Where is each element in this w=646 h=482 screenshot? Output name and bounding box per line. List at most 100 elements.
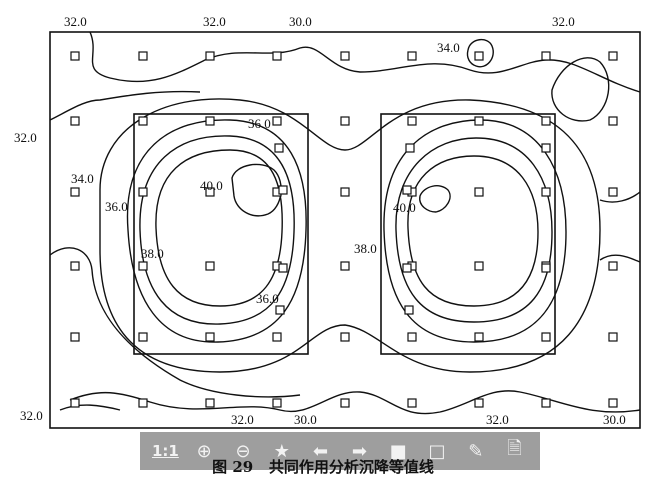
pile-marker (274, 143, 284, 153)
pile-marker (272, 51, 282, 61)
pile-marker (138, 187, 148, 197)
page-single-icon[interactable]: ■ (389, 440, 407, 462)
pile-marker (275, 305, 285, 315)
contour-line (407, 155, 539, 307)
contour-label: 32.0 (231, 412, 254, 427)
arrow-right-icon[interactable]: ➡ (351, 440, 367, 462)
pile-marker (474, 398, 484, 408)
pile-marker (138, 398, 148, 408)
pile-marker (608, 116, 618, 126)
pile-marker (70, 332, 80, 342)
pile-marker (278, 185, 288, 195)
pile-marker (138, 261, 148, 271)
pile-marker (474, 187, 484, 197)
contour-label: 30.0 (289, 14, 312, 29)
pile-marker (402, 263, 412, 273)
pile-marker (405, 143, 415, 153)
pile-marker (407, 116, 417, 126)
contour-label: 36.0 (248, 116, 271, 131)
pile-marker (272, 398, 282, 408)
pile-markers (70, 51, 618, 408)
contour-label: 34.0 (437, 40, 460, 55)
contour-label: 38.0 (354, 241, 377, 256)
contour-labels: 32.0 32.0 30.0 32.0 34.0 32.0 36.0 34.0 … (14, 14, 626, 427)
viewer-toolbar: 1:1 ⊕ ⊖ ★ ⬅ ➡ ■ □ ✎ 🗎 (140, 432, 540, 470)
contour-line (155, 149, 283, 307)
pile-marker (404, 305, 414, 315)
pile-marker (541, 143, 551, 153)
pile-marker (541, 263, 551, 273)
pile-marker (340, 116, 350, 126)
contour-label: 36.0 (256, 291, 279, 306)
pile-marker (205, 187, 215, 197)
pile-marker (272, 332, 282, 342)
contour-line (419, 185, 451, 213)
zoom-out-icon[interactable]: ⊖ (235, 440, 251, 462)
contour-line (551, 57, 610, 122)
pile-marker (138, 51, 148, 61)
contour-label: 32.0 (14, 130, 37, 145)
pile-marker (541, 187, 551, 197)
pile-marker (474, 261, 484, 271)
pile-marker (541, 51, 551, 61)
left-raft (133, 113, 309, 355)
zoom-in-icon[interactable]: ⊕ (196, 440, 212, 462)
contour-label: 36.0 (105, 199, 128, 214)
contour-label: 30.0 (603, 412, 626, 427)
contour-line (466, 39, 494, 68)
pile-marker (205, 261, 215, 271)
contour-line (99, 98, 601, 373)
contour-label: 40.0 (200, 178, 223, 193)
pile-marker (608, 398, 618, 408)
contour-label: 40.0 (393, 200, 416, 215)
edit-icon[interactable]: ✎ (468, 440, 484, 462)
pile-marker (138, 116, 148, 126)
pile-marker (340, 187, 350, 197)
pile-marker (138, 332, 148, 342)
pile-marker (340, 398, 350, 408)
contour-label: 32.0 (20, 408, 43, 423)
contour-label: 30.0 (294, 412, 317, 427)
pile-marker (407, 398, 417, 408)
contour-line (383, 119, 567, 343)
contour-label: 34.0 (71, 171, 94, 186)
contour-line (49, 247, 301, 398)
pile-marker (70, 261, 80, 271)
contour-label: 32.0 (552, 14, 575, 29)
contour-line (599, 254, 641, 263)
arrow-left-icon[interactable]: ⬅ (313, 440, 329, 462)
contour-line (231, 163, 282, 217)
pile-marker (205, 332, 215, 342)
pile-marker (541, 332, 551, 342)
contour-label: 32.0 (203, 14, 226, 29)
pile-marker (340, 261, 350, 271)
figure-number: 图 29 (212, 458, 254, 476)
pile-marker (278, 263, 288, 273)
raft-outline (49, 31, 641, 429)
pile-marker (541, 116, 551, 126)
pile-marker (407, 332, 417, 342)
contour-line (49, 90, 201, 121)
pile-marker (474, 51, 484, 61)
pile-marker (608, 332, 618, 342)
contour-line (599, 191, 641, 203)
pile-marker (70, 187, 80, 197)
pile-marker (474, 116, 484, 126)
document-icon[interactable]: 🗎 (507, 438, 522, 459)
contour-line (69, 390, 641, 415)
contour-label: 32.0 (64, 14, 87, 29)
pile-marker (205, 116, 215, 126)
pile-marker (70, 398, 80, 408)
pile-marker (70, 116, 80, 126)
actual-size-button[interactable]: 1:1 (151, 442, 179, 460)
page-double-icon[interactable]: □ (428, 440, 446, 462)
pile-marker (205, 398, 215, 408)
figure-title: 共同作用分析沉降等值线 (268, 458, 434, 476)
contour-line (126, 119, 307, 343)
pile-marker (272, 116, 282, 126)
contour-line (59, 404, 121, 411)
pile-marker (205, 51, 215, 61)
star-icon[interactable]: ★ (273, 440, 290, 462)
pile-marker (70, 51, 80, 61)
